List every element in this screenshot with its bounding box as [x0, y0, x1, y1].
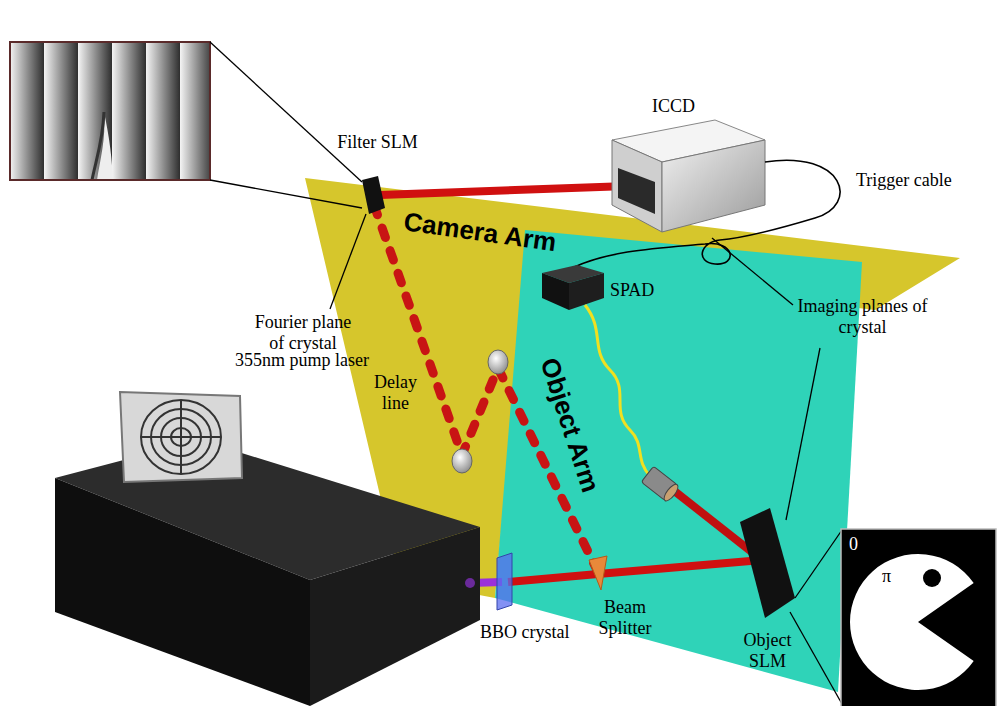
beam-splitter [589, 556, 607, 590]
iccd-camera [612, 140, 662, 232]
filter-slm [362, 176, 385, 214]
trigger-cable [572, 160, 840, 268]
fan-grill [141, 436, 221, 438]
fork-edge [92, 112, 104, 180]
device-label: Filter SLM [330, 132, 425, 153]
leader-line [712, 238, 793, 305]
device-label: Beam Splitter [590, 597, 660, 638]
leader-line [210, 42, 362, 182]
laser-aperture [465, 578, 475, 588]
plane-label: Imaging planes of crystal [795, 296, 930, 337]
device-label: 355nm pump laser [235, 350, 369, 371]
cooling-fan [120, 392, 242, 482]
beam [508, 574, 598, 582]
spad-detector [542, 273, 569, 310]
spad-detector [569, 273, 604, 310]
leader-line [795, 530, 842, 598]
phase-value: 0 [849, 534, 858, 555]
device-label: Object SLM [735, 630, 800, 671]
phase-mask-inset [841, 529, 996, 706]
leader-line [786, 348, 820, 520]
pacman-phase-object [850, 554, 974, 690]
inset-frame [10, 42, 210, 180]
pump-laser [310, 527, 480, 706]
device-label: SPAD [610, 280, 654, 301]
mirror [452, 449, 472, 473]
pump-laser [55, 478, 310, 706]
beam [380, 186, 628, 195]
fiber-coupler [641, 466, 680, 503]
pacman-eye [923, 569, 941, 587]
object-slm [740, 508, 795, 618]
device-label: BBO crystal [480, 622, 570, 643]
device-label: ICCD [652, 96, 695, 117]
leader-line [210, 180, 362, 208]
camera-lens [618, 168, 655, 214]
beam [598, 560, 762, 574]
leader-line [330, 214, 366, 309]
plane-label: Fourier plane of crystal [248, 312, 358, 353]
phase-value: π [882, 566, 891, 587]
coupler-lens [662, 482, 681, 503]
fork-grating-inset [10, 42, 210, 180]
optical-fiber [585, 305, 650, 476]
iccd-camera [662, 140, 765, 232]
mirror [488, 350, 508, 374]
fan-grill [141, 400, 221, 474]
leader-line [790, 612, 842, 704]
device-label: Delay line [368, 372, 423, 413]
fan-grill [141, 400, 221, 474]
cable-label: Trigger cable [856, 170, 952, 191]
bbo-crystal [497, 553, 512, 610]
